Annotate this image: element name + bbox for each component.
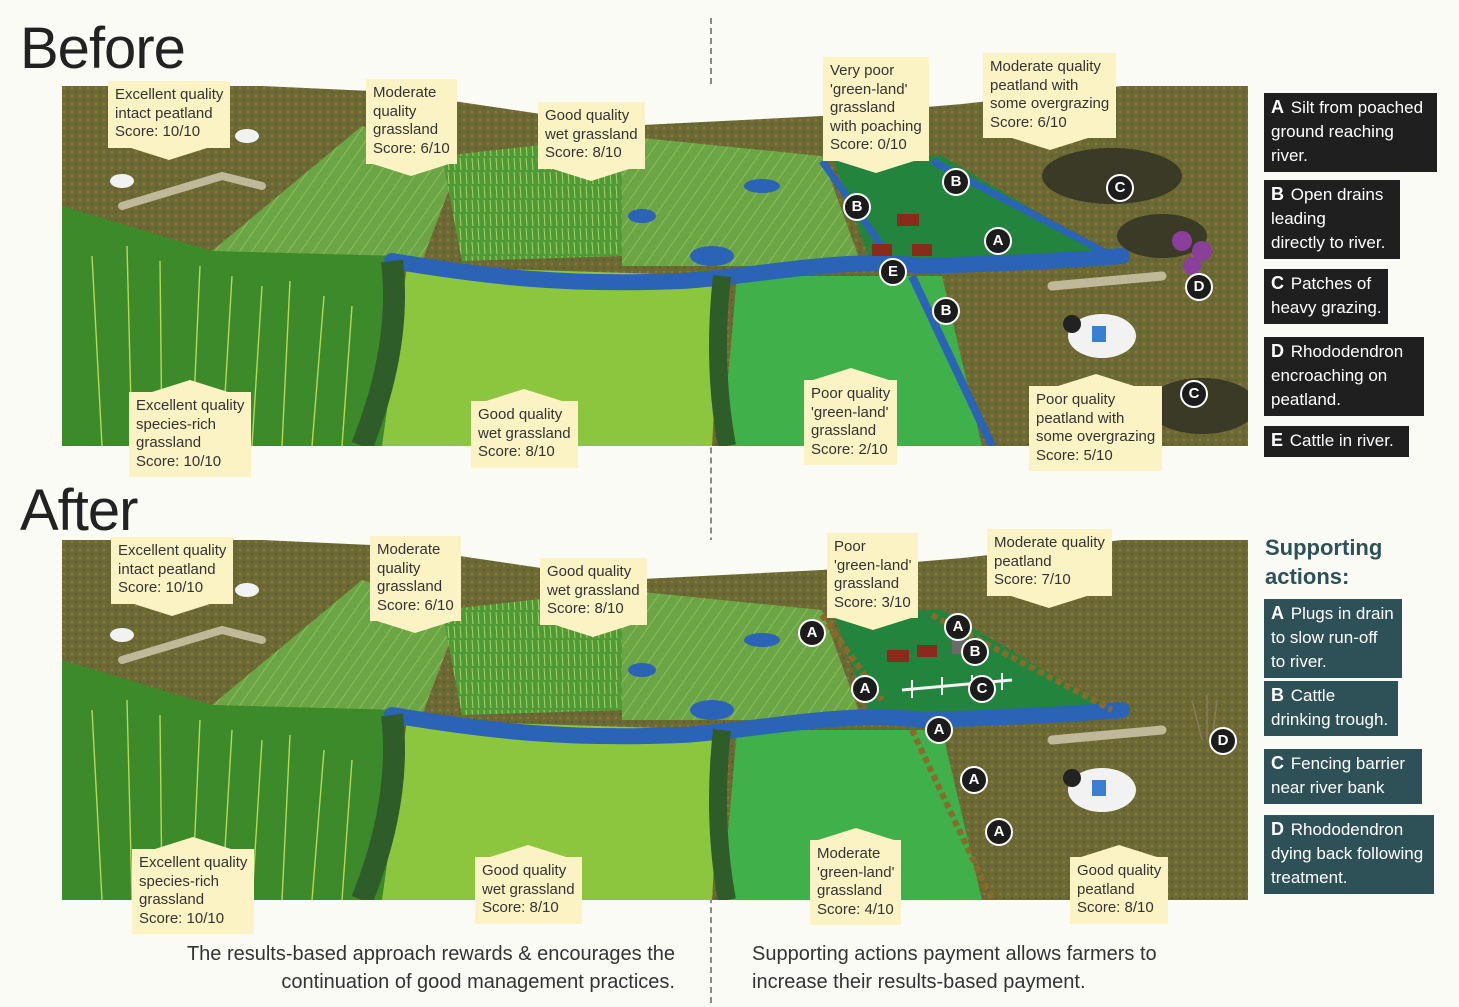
caption-left: The results-based approach rewards & enc…: [186, 943, 675, 993]
after-label-moderate-greenland: Moderate 'green-land' grassland Score: 4…: [810, 828, 902, 925]
caption-right: Supporting actions payment allows farmer…: [752, 943, 1157, 993]
after-marker-a-2: A: [944, 613, 972, 641]
before-label-wet-grassland-bottom: Good quality wet grassland Score: 8/10: [471, 389, 578, 468]
before-legend-d: D Rhododendron encroaching on peatland.: [1264, 337, 1424, 416]
after-marker-a-4: A: [925, 716, 953, 744]
after-legend-b: B Cattle drinking trough.: [1264, 681, 1398, 736]
before-label-moderate-peatland: Moderate quality peatland with some over…: [983, 53, 1117, 150]
after-label-moderate-peatland: Moderate quality peatland Score: 7/10: [987, 529, 1112, 607]
after-legend-a: A Plugs in drain to slow run-off to rive…: [1264, 599, 1402, 678]
after-marker-d: D: [1209, 727, 1237, 755]
before-label-very-poor-greenland: Very poor 'green-land' grassland with po…: [823, 57, 929, 172]
before-marker-b-2: B: [942, 168, 970, 196]
before-marker-b-1: B: [843, 193, 871, 221]
before-legend-b: B Open drains leading directly to river.: [1264, 180, 1400, 259]
before-label-wet-grassland-top: Good quality wet grassland Score: 8/10: [538, 102, 645, 180]
before-marker-d: D: [1185, 273, 1213, 301]
before-legend-c: C Patches of heavy grazing.: [1264, 269, 1388, 324]
before-legend-a: A Silt from poached ground reaching rive…: [1264, 93, 1437, 172]
after-label-intact-peatland: Excellent quality intact peatland Score:…: [111, 537, 234, 615]
after-heading: After: [20, 478, 138, 543]
after-marker-a-5: A: [960, 766, 988, 794]
after-marker-c: C: [968, 675, 996, 703]
before-marker-c-1: C: [1106, 174, 1134, 202]
before-label-poor-greenland: Poor quality 'green-land' grassland Scor…: [804, 368, 898, 465]
after-label-good-peatland: Good quality peatland Score: 8/10: [1070, 845, 1169, 924]
after-legend-d: D Rhododendron dying back following trea…: [1264, 815, 1434, 894]
supporting-actions-title: Supporting actions:: [1265, 535, 1383, 589]
before-legend-e: E Cattle in river.: [1264, 426, 1409, 457]
after-marker-a-1: A: [798, 619, 826, 647]
before-label-moderate-grassland: Moderate quality grassland Score: 6/10: [366, 79, 457, 176]
after-label-wet-grassland-top: Good quality wet grassland Score: 8/10: [540, 558, 647, 636]
after-label-poor-greenland: Poor 'green-land' grassland Score: 3/10: [827, 533, 919, 630]
before-heading: Before: [20, 16, 186, 81]
before-label-poor-peatland: Poor quality peatland with some overgraz…: [1029, 374, 1163, 471]
before-marker-e: E: [879, 258, 907, 286]
after-label-wet-grassland-bottom: Good quality wet grassland Score: 8/10: [475, 845, 582, 924]
after-label-species-rich: Excellent quality species-rich grassland…: [132, 837, 255, 934]
before-marker-c-2: C: [1180, 380, 1208, 408]
after-legend-c: C Fencing barrier near river bank: [1264, 749, 1422, 804]
before-marker-b-3: B: [932, 297, 960, 325]
before-label-intact-peatland: Excellent quality intact peatland Score:…: [108, 81, 231, 159]
after-marker-a-3: A: [851, 675, 879, 703]
before-marker-a: A: [984, 227, 1012, 255]
after-marker-a-6: A: [985, 818, 1013, 846]
center-divider: [710, 18, 712, 1003]
after-marker-b: B: [961, 638, 989, 666]
before-label-species-rich: Excellent quality species-rich grassland…: [129, 380, 252, 477]
after-label-moderate-grassland: Moderate quality grassland Score: 6/10: [370, 536, 461, 633]
